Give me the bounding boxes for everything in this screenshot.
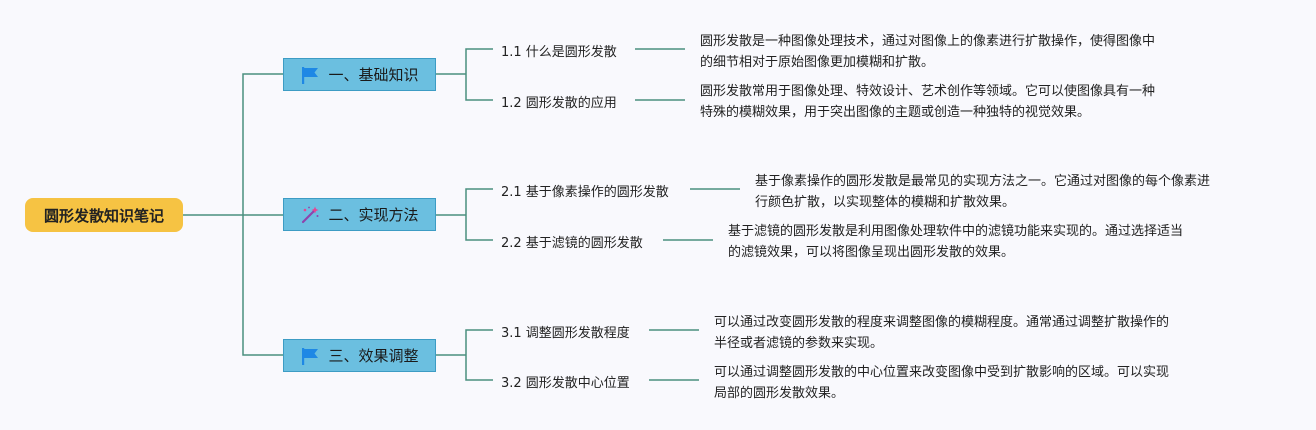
branch-label: 一、基础知识 xyxy=(328,66,419,84)
branch-label: 二、实现方法 xyxy=(328,206,419,224)
branch-node-adjustment[interactable]: 三、效果调整 xyxy=(283,339,436,372)
branch-label: 三、效果调整 xyxy=(328,347,419,365)
connector-root-branch-3 xyxy=(242,215,283,356)
sub-node-1-2[interactable]: 1.2 圆形发散的应用 xyxy=(501,96,617,111)
desc-line: 可以通过调整圆形发散的中心位置来改变图像中受到扩散影响的区域。可以实现 xyxy=(714,365,1170,380)
desc-3-2: 可以通过调整圆形发散的中心位置来改变图像中受到扩散影响的区域。可以实现 局部的圆… xyxy=(714,362,1169,404)
desc-line: 可以通过改变圆形发散的程度来调整图像的模糊程度。通常通过调整扩散操作的 xyxy=(714,315,1170,330)
sub-node-3-1[interactable]: 3.1 调整圆形发散程度 xyxy=(501,326,630,341)
desc-line: 的滤镜效果，可以将图像呈现出圆形发散的效果。 xyxy=(728,245,1015,260)
desc-line: 圆形发散是一种图像处理技术，通过对图像上的像素进行扩散操作，使得图像中 xyxy=(700,34,1156,49)
connector-branch-3-children xyxy=(436,329,493,381)
desc-line: 行颜色扩散，以实现整体的模糊和扩散效果。 xyxy=(755,195,1016,210)
sub-node-3-2[interactable]: 3.2 圆形发散中心位置 xyxy=(501,376,630,391)
sub-node-2-2[interactable]: 2.2 基于滤镜的圆形发散 xyxy=(501,236,643,251)
desc-line: 特殊的模糊效果，用于突出图像的主题或创造一种独特的视觉效果。 xyxy=(700,105,1091,120)
sub-node-1-1[interactable]: 1.1 什么是圆形发散 xyxy=(501,45,617,60)
desc-line: 圆形发散常用于图像处理、特效设计、艺术创作等领域。它可以使图像具有一种 xyxy=(700,84,1156,99)
connector-branch-1-children xyxy=(436,48,493,101)
branch-node-basics[interactable]: 一、基础知识 xyxy=(283,58,436,91)
desc-line: 的细节相对于原始图像更加模糊和扩散。 xyxy=(700,55,935,70)
desc-line: 基于像素操作的圆形发散是最常见的实现方法之一。它通过对图像的每个像素进 xyxy=(755,174,1211,189)
desc-line: 半径或者滤镜的参数来实现。 xyxy=(714,336,884,351)
desc-1-2: 圆形发散常用于图像处理、特效设计、艺术创作等领域。它可以使图像具有一种 特殊的模… xyxy=(700,81,1155,123)
desc-2-2: 基于滤镜的圆形发散是利用图像处理软件中的滤镜功能来实现的。通过选择适当 的滤镜效… xyxy=(728,221,1183,263)
flag-icon xyxy=(300,346,320,366)
branch-node-methods[interactable]: 二、实现方法 xyxy=(283,198,436,231)
desc-line: 基于滤镜的圆形发散是利用图像处理软件中的滤镜功能来实现的。通过选择适当 xyxy=(728,224,1184,239)
connector-root-branch-1 xyxy=(183,73,283,216)
flag-icon xyxy=(300,65,320,85)
connector-branch-2-children xyxy=(436,188,493,241)
root-node[interactable]: 圆形发散知识笔记 xyxy=(25,198,183,232)
desc-1-1: 圆形发散是一种图像处理技术，通过对图像上的像素进行扩散操作，使得图像中 的细节相… xyxy=(700,31,1155,73)
desc-line: 局部的圆形发散效果。 xyxy=(714,386,845,401)
magic-wand-icon xyxy=(300,205,320,225)
desc-3-1: 可以通过改变圆形发散的程度来调整图像的模糊程度。通常通过调整扩散操作的 半径或者… xyxy=(714,312,1169,354)
desc-2-1: 基于像素操作的圆形发散是最常见的实现方法之一。它通过对图像的每个像素进 行颜色扩… xyxy=(755,171,1210,213)
sub-node-2-1[interactable]: 2.1 基于像素操作的圆形发散 xyxy=(501,185,669,200)
